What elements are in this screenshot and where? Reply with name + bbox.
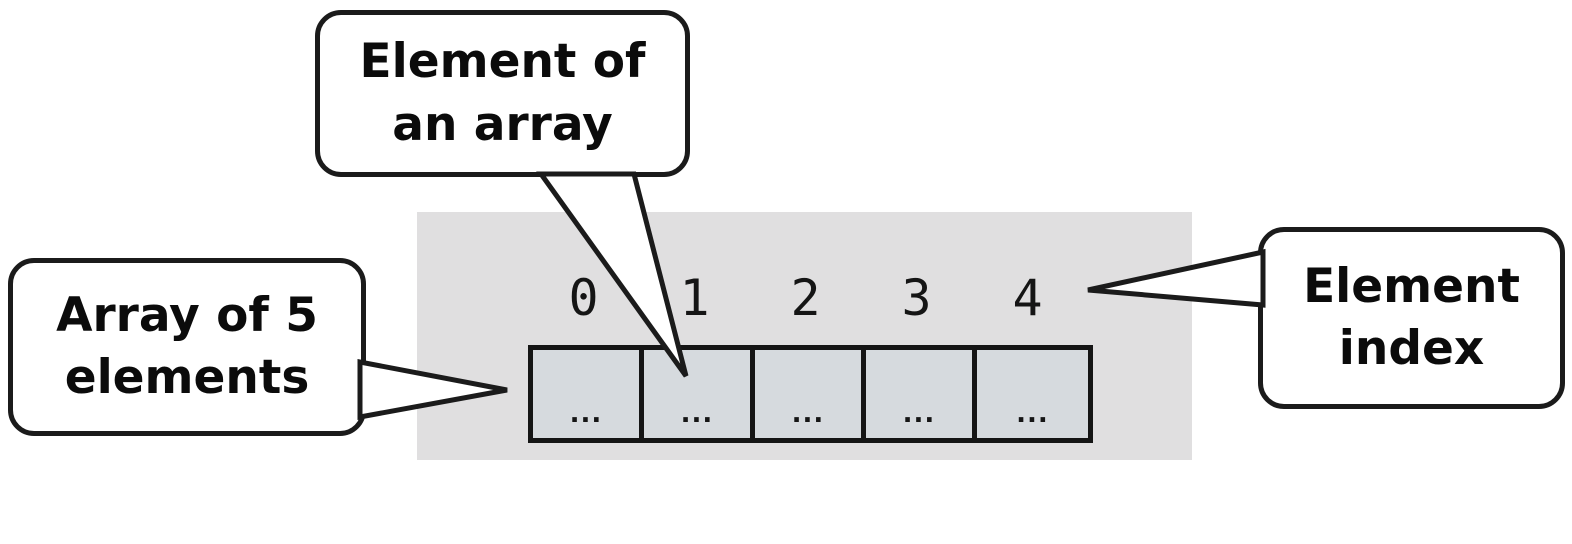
callout-element-of-array-line2: an array [392,96,613,152]
array-index-0: 0 [568,269,599,327]
array-cell-3-value: ... [902,399,936,429]
callout-element-of-array-line1: Element of [359,34,646,90]
array-index-1: 1 [679,269,710,327]
callout-element-index: Element index [1258,227,1565,409]
array-cell-2: ... [755,350,866,438]
callout-element-index-line2: index [1338,321,1485,376]
callout-array-of-5-line2: elements [64,350,310,405]
array-index-3: 3 [901,269,932,327]
array-cell-0: ... [533,350,644,438]
array-container: ... ... ... ... ... [528,345,1093,443]
callout-array-of-5-line1: Array of 5 [56,287,318,343]
callout-element-index-line1: Element [1303,258,1520,314]
array-cell-1: ... [644,350,755,438]
array-cell-0-value: ... [569,399,603,429]
array-cell-2-value: ... [791,399,825,429]
array-cell-4: ... [977,350,1088,438]
array-cell-3: ... [866,350,977,438]
array-cell-4-value: ... [1016,399,1049,429]
array-cell-1-value: ... [680,399,714,429]
array-index-4: 4 [1012,269,1043,327]
array-index-row: 0 1 2 3 4 [528,268,1083,328]
array-index-2: 2 [790,269,821,327]
callout-element-of-an-array: Element of an array [315,10,690,177]
callout-array-of-5-elements: Array of 5 elements [8,258,366,436]
